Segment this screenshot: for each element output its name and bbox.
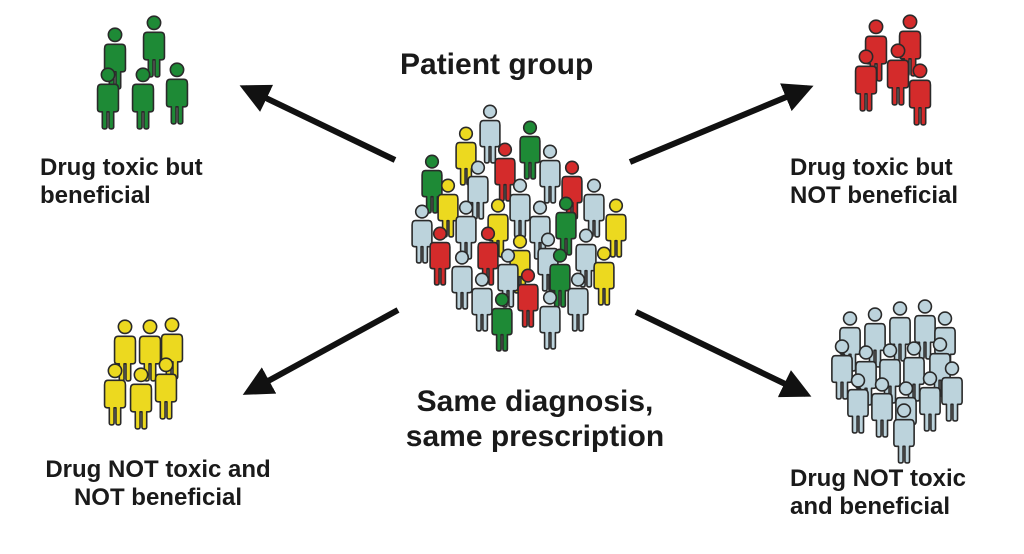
person-icon-patient-group — [429, 226, 451, 286]
caption-toxic-not-beneficial: Drug toxic but NOT beneficial — [790, 154, 958, 211]
caption-tr-line1: Drug toxic but — [790, 154, 953, 181]
caption-toxic-beneficial: Drug toxic but beneficial — [40, 154, 203, 211]
person-icon-not-toxic-beneficial — [893, 403, 915, 464]
person-icon-toxic-beneficial — [96, 67, 120, 130]
person-icon-not-toxic-beneficial — [847, 373, 869, 434]
caption-bl-line1: Drug NOT toxic and — [45, 456, 271, 483]
person-icon-patient-group — [479, 104, 501, 164]
person-icon-patient-group — [583, 178, 605, 238]
same-diagnosis-line1: Same diagnosis, — [416, 385, 654, 418]
person-icon-toxic-not-beneficial — [886, 43, 910, 106]
person-icon-patient-group — [509, 178, 531, 238]
person-icon-patient-group — [491, 292, 513, 352]
arrow-to-not-toxic-not-beneficial — [242, 307, 400, 395]
person-icon-patient-group — [605, 198, 627, 258]
person-icon-toxic-beneficial — [165, 62, 189, 125]
arrow-to-toxic-not-beneficial — [628, 83, 814, 165]
caption-br-line1: Drug NOT toxic — [790, 465, 967, 492]
caption-bl-line2: NOT beneficial — [73, 484, 243, 512]
person-icon-patient-group — [519, 120, 541, 180]
caption-tr-line2: NOT beneficial — [790, 182, 959, 210]
person-icon-not-toxic-not-beneficial — [129, 367, 153, 430]
person-icon-patient-group — [539, 290, 561, 350]
person-icon-toxic-not-beneficial — [854, 49, 878, 112]
person-icon-not-toxic-beneficial — [919, 371, 941, 432]
person-icon-not-toxic-not-beneficial — [154, 357, 178, 420]
same-diagnosis-caption: Same diagnosis, same prescription — [380, 384, 690, 455]
caption-not-toxic-beneficial: Drug NOT toxic and beneficial — [790, 465, 966, 522]
person-icon-toxic-not-beneficial — [908, 63, 932, 126]
caption-br-line2: and beneficial — [790, 493, 951, 521]
person-icon-patient-group — [567, 272, 589, 332]
caption-not-toxic-not-beneficial: Drug NOT toxic and NOT beneficial — [18, 456, 298, 513]
person-icon-patient-group — [451, 250, 473, 310]
person-icon-patient-group — [455, 200, 477, 260]
person-icon-toxic-beneficial — [131, 67, 155, 130]
person-icon-patient-group — [555, 196, 577, 256]
person-icon-patient-group — [539, 144, 561, 204]
arrow-to-not-toxic-beneficial — [634, 309, 812, 398]
person-icon-not-toxic-beneficial — [871, 377, 893, 438]
caption-tl-line1: Drug toxic but — [40, 154, 203, 181]
patient-group-title: Patient group — [400, 48, 594, 81]
person-icon-not-toxic-beneficial — [941, 361, 963, 422]
person-icon-patient-group — [494, 142, 516, 202]
person-icon-patient-group — [517, 268, 539, 328]
person-icon-not-toxic-not-beneficial — [103, 363, 127, 426]
person-icon-patient-group — [593, 246, 615, 306]
same-diagnosis-line2: same prescription — [405, 420, 665, 454]
caption-tl-line2: beneficial — [40, 182, 151, 210]
arrow-to-toxic-beneficial — [239, 84, 397, 163]
person-icon-toxic-beneficial — [142, 15, 166, 78]
person-icon-patient-group — [411, 204, 433, 264]
